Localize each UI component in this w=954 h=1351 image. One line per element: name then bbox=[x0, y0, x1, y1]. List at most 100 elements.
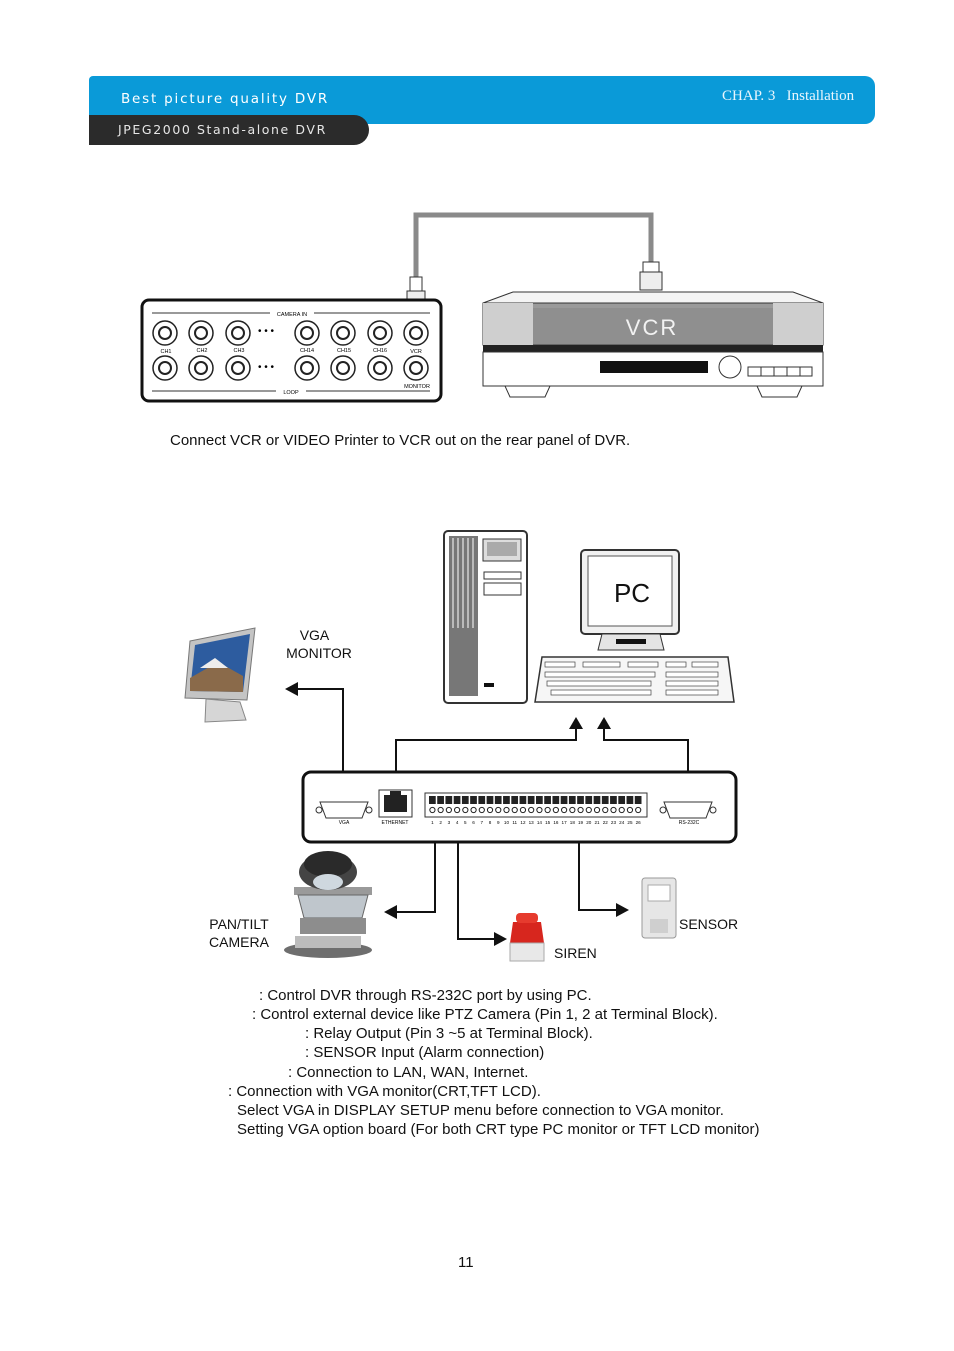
terminal-pin bbox=[503, 796, 510, 804]
terminal-pin bbox=[626, 796, 634, 804]
terminal-screw bbox=[454, 806, 461, 814]
terminal-screw bbox=[495, 806, 502, 814]
desc-relay: : Relay Output (Pin 3 ~5 at Terminal Blo… bbox=[305, 1025, 593, 1042]
bnc-port-center bbox=[300, 326, 314, 340]
ptz-camera-icon bbox=[284, 851, 372, 958]
rs232-port-icon bbox=[659, 801, 717, 819]
terminal-pin bbox=[494, 796, 502, 804]
arrow-to-pc-1 bbox=[569, 717, 583, 729]
bnc-port-center bbox=[231, 361, 245, 375]
terminal-number: 9 bbox=[497, 820, 500, 825]
bnc-port-center bbox=[158, 326, 172, 340]
header-subtitle-bar bbox=[89, 115, 369, 145]
bnc-port-center bbox=[231, 326, 245, 340]
terminal-number: 24 bbox=[619, 820, 625, 825]
bnc-port-center bbox=[373, 326, 387, 340]
terminal-screw bbox=[462, 806, 469, 814]
bnc-port-center bbox=[158, 361, 172, 375]
terminal-screw bbox=[470, 806, 477, 814]
vga-monitor-label-line2: MONITOR bbox=[286, 645, 352, 661]
vga-monitor-label-line1: VGA bbox=[299, 627, 330, 643]
desc-vga: : Connection with VGA monitor(CRT,TFT LC… bbox=[228, 1083, 541, 1100]
terminal-pin bbox=[593, 796, 601, 804]
terminal-screw bbox=[577, 806, 584, 814]
ch15-label: CH15 bbox=[337, 348, 351, 354]
terminal-number: 14 bbox=[537, 820, 543, 825]
terminal-pin bbox=[470, 796, 477, 804]
product-subtitle: JPEG2000 Stand-alone DVR bbox=[118, 122, 327, 137]
ethernet-port-label: ETHERNET bbox=[382, 820, 409, 826]
desc-ethernet: : Connection to LAN, WAN, Internet. bbox=[288, 1064, 529, 1081]
terminal-screw bbox=[552, 806, 559, 814]
terminal-number: 26 bbox=[636, 820, 642, 825]
terminal-screw bbox=[618, 806, 625, 814]
terminal-pin bbox=[560, 796, 568, 804]
terminal-screw bbox=[635, 806, 642, 814]
vcr-device: VCR bbox=[482, 291, 824, 398]
ethernet-port-icon bbox=[378, 789, 413, 818]
terminal-pin bbox=[437, 796, 444, 804]
desc-ptz: : Control external device like PTZ Camer… bbox=[252, 1006, 718, 1023]
product-title: Best picture quality DVR bbox=[121, 91, 330, 107]
ellipsis-bottom: • • • bbox=[258, 362, 275, 373]
terminal-number: 2 bbox=[439, 820, 442, 825]
terminal-pin bbox=[618, 796, 626, 804]
bnc-port-center bbox=[409, 361, 423, 375]
terminal-number: 21 bbox=[594, 820, 600, 825]
terminal-screw bbox=[593, 806, 601, 814]
terminal-number: 1 bbox=[431, 820, 434, 825]
pc-label: PC bbox=[614, 578, 650, 608]
vcr-caption: Connect VCR or VIDEO Printer to VCR out … bbox=[170, 432, 631, 449]
terminal-screw bbox=[519, 806, 527, 814]
loop-label: LOOP bbox=[283, 390, 299, 396]
bnc-port-center bbox=[336, 361, 350, 375]
pan-tilt-camera-label: PAN/TILT CAMERA bbox=[199, 915, 279, 951]
arrow-to-pc-2 bbox=[597, 717, 611, 729]
arrow-to-sensor bbox=[616, 903, 629, 917]
terminal-pin bbox=[445, 796, 453, 804]
terminal-pin bbox=[577, 796, 584, 804]
siren-label: SIREN bbox=[554, 945, 597, 961]
ch16-label: CH16 bbox=[373, 348, 387, 354]
vcr-device-label: VCR bbox=[626, 315, 678, 340]
terminal-number: 8 bbox=[489, 820, 492, 825]
terminal-screw bbox=[585, 806, 592, 814]
ch3-label: CH3 bbox=[233, 348, 244, 354]
terminal-pin bbox=[634, 796, 642, 804]
bnc-port-center bbox=[194, 361, 208, 375]
terminal-number: 19 bbox=[578, 820, 584, 825]
siren-wire bbox=[457, 820, 495, 940]
connection-diagram: PC bbox=[184, 530, 738, 962]
terminal-screw bbox=[486, 806, 494, 814]
rs232-port-label: RS-232C bbox=[679, 820, 700, 826]
bnc-connector-left bbox=[406, 276, 426, 302]
vga-monitor-icon bbox=[184, 627, 256, 723]
vcr-port-label: VCR bbox=[410, 349, 422, 355]
ellipsis-top: • • • bbox=[258, 326, 275, 337]
vga-wire bbox=[298, 688, 344, 793]
terminal-screw bbox=[561, 806, 568, 814]
terminal-number: 15 bbox=[545, 820, 551, 825]
terminal-number: 18 bbox=[570, 820, 576, 825]
terminal-number: 3 bbox=[448, 820, 451, 825]
terminal-screw bbox=[503, 806, 510, 814]
ethernet-wire bbox=[395, 725, 577, 793]
terminal-number: 22 bbox=[603, 820, 609, 825]
terminal-number: 25 bbox=[627, 820, 633, 825]
terminal-number: 17 bbox=[562, 820, 568, 825]
pan-tilt-label-line1: PAN/TILT bbox=[209, 916, 269, 932]
desc-vga-board: Setting VGA option board (For both CRT t… bbox=[237, 1121, 760, 1138]
ptz-wire bbox=[396, 820, 436, 913]
terminal-pin bbox=[429, 796, 436, 804]
vga-monitor-label: VGA MONITOR bbox=[270, 626, 360, 662]
desc-sensor: : SENSOR Input (Alarm connection) bbox=[305, 1044, 545, 1061]
vga-port-icon bbox=[315, 801, 373, 819]
pan-tilt-label-line2: CAMERA bbox=[209, 934, 269, 950]
chapter-number: CHAP. 3 bbox=[722, 88, 776, 104]
wiring bbox=[298, 688, 689, 940]
terminal-number: 23 bbox=[611, 820, 617, 825]
terminal-screw bbox=[569, 806, 576, 814]
pc-tower-icon bbox=[443, 530, 528, 704]
terminal-pin bbox=[585, 796, 593, 804]
